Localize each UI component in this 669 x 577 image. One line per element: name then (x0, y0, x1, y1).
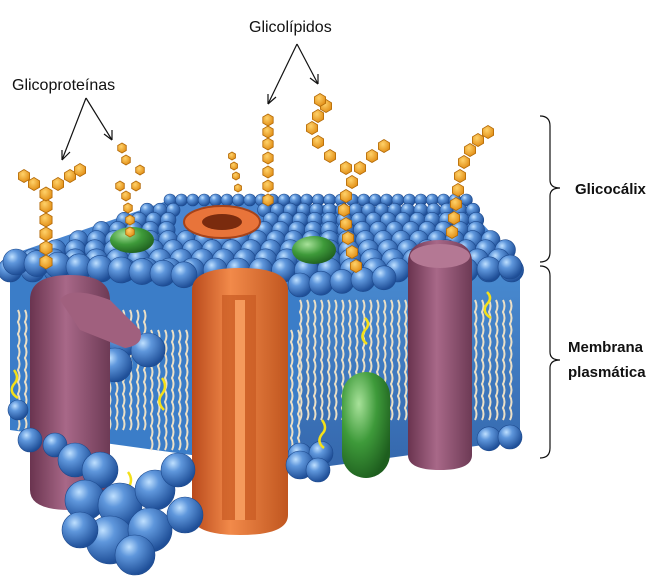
channel-protein (192, 268, 288, 535)
integral-protein-green (342, 372, 390, 478)
glycocalyx-brace (540, 116, 560, 262)
label-glycocalyx: Glicocálix (575, 181, 647, 198)
braces (540, 116, 560, 458)
transmembrane-protein-right (408, 240, 472, 470)
label-plasma: plasmática (568, 364, 646, 381)
label-arrows (62, 44, 318, 160)
channel-protein-top-hole (202, 214, 242, 230)
label-membrane: Membrana (568, 339, 644, 356)
peripheral-protein-top-right (292, 236, 336, 264)
label-glycoproteins: Glicoproteínas (12, 77, 115, 94)
membrane-brace (540, 266, 560, 458)
label-glycolipids: Glicolípidos (249, 19, 332, 36)
